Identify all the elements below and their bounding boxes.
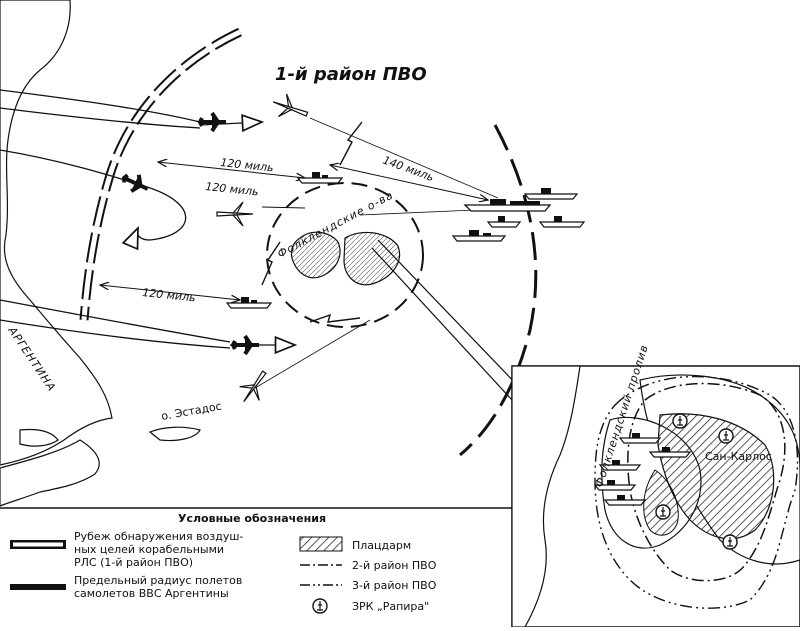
legend-rapier-text: ЗРК „Рапира" (352, 600, 429, 613)
jet-icon-dark-3 (230, 334, 259, 356)
svg-text:ных целей корабельными: ных целей корабельными (74, 543, 224, 556)
estados-island (148, 426, 201, 442)
legend-title: Условные обозначения (178, 512, 326, 525)
jet-icon-dark-1 (197, 111, 226, 133)
jet-icon-light-3 (239, 370, 267, 403)
svg-text:самолетов ВВС Аргентины: самолетов ВВС Аргентины (74, 587, 229, 600)
rapier-site-icon (722, 534, 738, 550)
coast-islands (0, 439, 100, 507)
distance-label: 140 миль (381, 154, 436, 184)
missile-strike-3 (309, 313, 361, 323)
ship-icon (538, 216, 586, 228)
missile-strike-2 (261, 241, 281, 286)
ship-icon (463, 199, 552, 212)
legend-radius-text: Предельный радиус полетов (74, 574, 242, 587)
map-title: 1-й район ПВО (275, 64, 427, 85)
ship-icon (523, 188, 579, 200)
estados-label: о. Эстадос (160, 400, 222, 423)
legend: Условные обозначения Рубеж обнаружения в… (0, 507, 512, 614)
missile-strike-1 (339, 121, 363, 166)
legend-bridgehead-text: Плацдарм (352, 539, 411, 552)
inset-ships (593, 433, 692, 506)
legend-radar-text: Рубеж обнаружения воздуш- (74, 530, 243, 543)
svg-text:РЛС (1-й район ПВО): РЛС (1-й район ПВО) (74, 556, 193, 569)
argentina-land (0, 0, 113, 466)
ship-icon (296, 172, 344, 184)
inset-map (511, 365, 800, 628)
legend-radar-symbol (10, 540, 66, 549)
ships (225, 172, 586, 309)
distance-label: 120 миль (142, 286, 197, 305)
ship-icon (451, 230, 507, 242)
san-carlos-label: Сан-Карлос (705, 450, 772, 463)
rapier-site-icon (655, 504, 671, 520)
legend-zone2-text: 2-й район ПВО (352, 559, 437, 572)
jet-icon-dark-2 (122, 173, 149, 193)
jet-icon-light-1 (272, 93, 309, 118)
distance-line-2 (330, 165, 488, 200)
distance-label: 120 миль (205, 180, 260, 199)
rapier-site-icon (718, 428, 734, 444)
legend-zone3-text: 3-й район ПВО (352, 579, 437, 592)
jet-icon-light-2 (216, 201, 254, 227)
ship-icon (486, 216, 522, 228)
rapier-site-icon (672, 413, 688, 429)
distance-line-3 (100, 285, 240, 300)
coast-islands-2 (19, 428, 59, 447)
distance-line-1 (158, 162, 305, 178)
falklands-circle (266, 182, 424, 328)
ship-icon (225, 297, 273, 309)
distance-label: 120 миль (220, 156, 275, 175)
zone1-east-arc (459, 124, 538, 457)
falklands-island-east (343, 231, 401, 286)
legend-rapier-icon (312, 598, 328, 614)
falklands-island-west (290, 231, 341, 279)
legend-radius-symbol (10, 584, 66, 590)
distance-line-4 (261, 206, 306, 209)
flight-path-north (199, 113, 265, 133)
legend-bridgehead-symbol (299, 536, 343, 552)
zone3-boundary (594, 375, 799, 609)
